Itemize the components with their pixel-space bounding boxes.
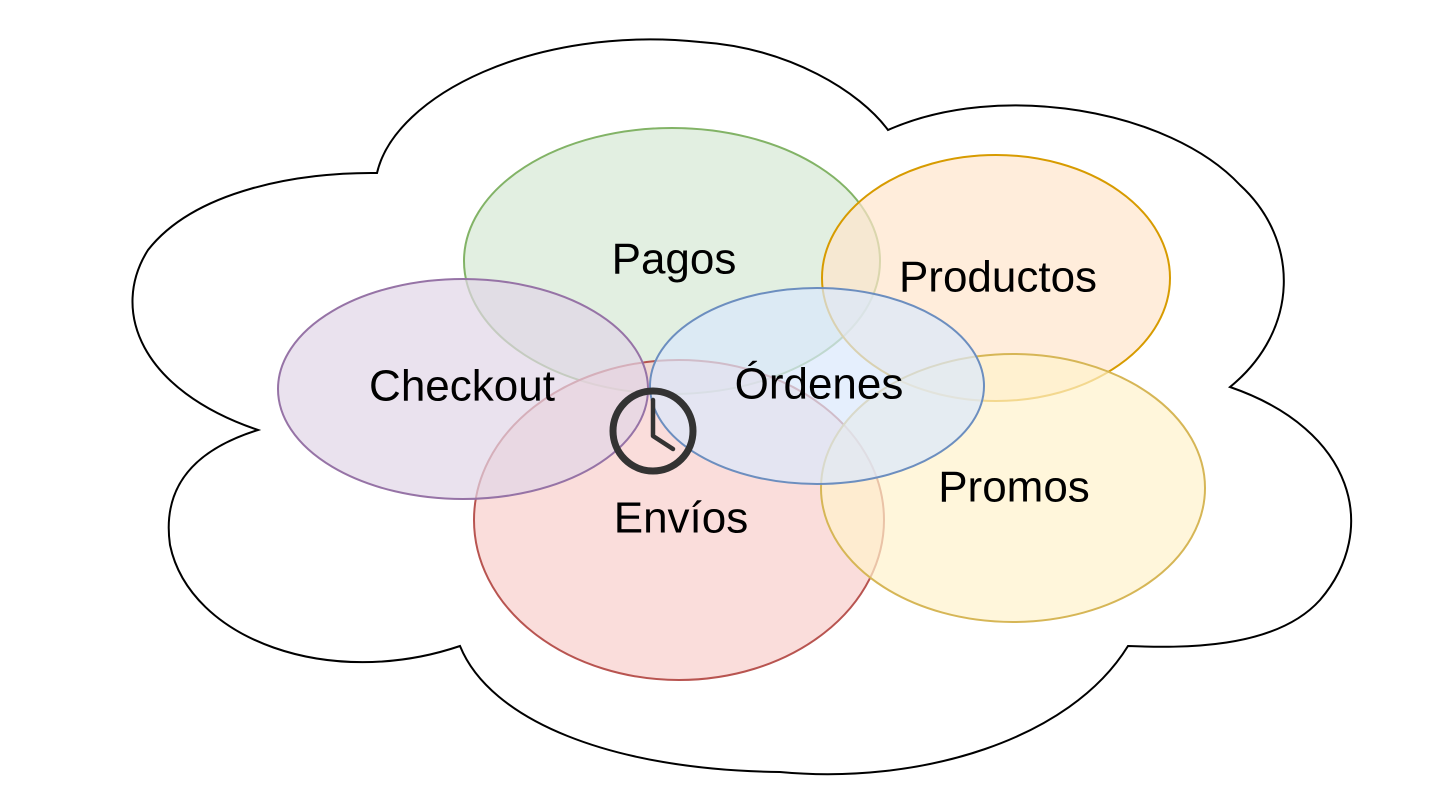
clock-icon	[609, 387, 697, 475]
checkout-label: Checkout	[369, 362, 555, 411]
ordenes-domain	[649, 287, 985, 485]
ordenes-label: Órdenes	[735, 360, 904, 409]
pagos-label: Pagos	[612, 235, 737, 284]
productos-label: Productos	[899, 253, 1097, 302]
envios-label: Envíos	[614, 494, 749, 543]
promos-label: Promos	[938, 463, 1090, 512]
